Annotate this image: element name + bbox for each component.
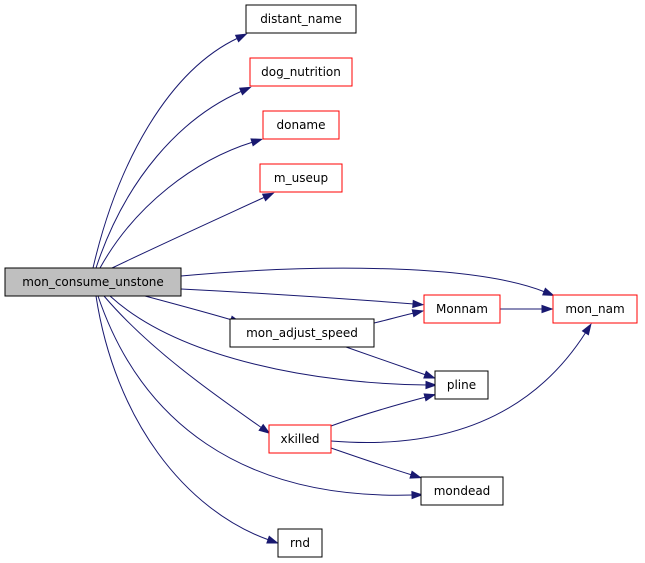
edge-line (373, 312, 415, 324)
node-m_useup[interactable]: m_useup (259, 163, 343, 193)
node-box[interactable] (4, 267, 182, 297)
arrow-head-icon (411, 490, 424, 500)
node-box[interactable] (249, 57, 353, 87)
edge-mon_consume_unstone-to-m_useup (111, 192, 275, 269)
edge-line (109, 295, 428, 386)
edge-mon_consume_unstone-to-Monnam (180, 288, 425, 309)
node-mon_nam[interactable]: mon_nam (552, 294, 638, 324)
node-box[interactable] (229, 318, 375, 348)
node-box[interactable] (423, 294, 501, 324)
node-label: mon_consume_unstone (22, 275, 164, 289)
node-box[interactable] (434, 370, 489, 400)
edge-mon_adjust_speed-to-Monnam (373, 309, 425, 324)
edge-mon_consume_unstone-to-pline (109, 295, 438, 390)
edge-line (180, 267, 546, 293)
edge-mon_consume_unstone-to-dog_nutrition (95, 86, 252, 269)
edge-mon_adjust_speed-to-pline (345, 346, 436, 379)
arrow-head-icon (258, 423, 271, 435)
arrow-head-icon (238, 86, 252, 96)
arrow-head-icon (541, 304, 554, 314)
node-label: distant_name (260, 12, 342, 26)
edge-line (99, 141, 254, 269)
node-label: doname (277, 118, 326, 132)
edge-Monnam-to-mon_nam (500, 304, 554, 314)
edge-mon_consume_unstone-to-rnd (95, 295, 279, 544)
node-Monnam[interactable]: Monnam (423, 294, 501, 324)
arrow-head-icon (261, 192, 275, 202)
arrow-head-icon (423, 393, 437, 402)
arrow-head-icon (409, 470, 423, 479)
edge-line (103, 295, 263, 429)
edge-mon_consume_unstone-to-mon_adjust_speed (144, 295, 243, 324)
node-rnd[interactable]: rnd (277, 528, 323, 558)
node-box[interactable] (268, 424, 332, 454)
arrow-head-icon (266, 535, 279, 544)
node-label: mon_nam (565, 302, 624, 316)
arrow-head-icon (412, 299, 425, 309)
node-label: xkilled (280, 432, 319, 446)
arrow-head-icon (250, 138, 264, 147)
node-label: mon_adjust_speed (246, 326, 358, 340)
node-mon_consume_unstone[interactable]: mon_consume_unstone (4, 267, 182, 297)
edge-line (95, 295, 270, 541)
edge-mon_consume_unstone-to-doname (99, 138, 264, 269)
node-box[interactable] (259, 163, 343, 193)
node-mondead[interactable]: mondead (420, 476, 504, 506)
node-box[interactable] (262, 110, 340, 140)
node-label: m_useup (274, 171, 328, 185)
edge-line (95, 90, 243, 269)
arrow-head-icon (425, 380, 438, 390)
edge-line (97, 295, 414, 496)
node-label: pline (447, 378, 476, 392)
node-doname[interactable]: doname (262, 110, 340, 140)
edge-mon_consume_unstone-to-xkilled (103, 295, 271, 435)
edge-mon_consume_unstone-to-distant_name (92, 33, 248, 269)
edge-line (144, 295, 233, 321)
arrow-head-icon (542, 287, 555, 296)
node-label: mondead (434, 484, 491, 498)
node-dog_nutrition[interactable]: dog_nutrition (249, 57, 353, 87)
edge-mon_consume_unstone-to-mon_nam (180, 267, 555, 296)
node-box[interactable] (552, 294, 638, 324)
edge-line (92, 37, 239, 269)
node-label: dog_nutrition (261, 65, 341, 79)
node-label: rnd (290, 536, 310, 550)
node-xkilled[interactable]: xkilled (268, 424, 332, 454)
edge-xkilled-to-pline (330, 393, 437, 427)
edge-xkilled-to-mon_nam (330, 323, 592, 444)
node-mon_adjust_speed[interactable]: mon_adjust_speed (229, 318, 375, 348)
node-box[interactable] (420, 476, 504, 506)
edge-line (345, 346, 427, 376)
arrow-head-icon (423, 370, 436, 379)
arrow-head-icon (411, 309, 425, 318)
node-box[interactable] (245, 4, 357, 34)
nodes-layer: mon_consume_unstone distant_name dog_nutri… (4, 4, 638, 558)
edge-mon_consume_unstone-to-mondead (97, 295, 424, 500)
node-distant_name[interactable]: distant_name (245, 4, 357, 34)
edge-line (330, 396, 427, 427)
node-pline[interactable]: pline (434, 370, 489, 400)
edge-line (330, 447, 413, 476)
edge-line (180, 288, 415, 305)
edge-line (330, 331, 587, 444)
node-box[interactable] (277, 528, 323, 558)
node-label: Monnam (436, 302, 488, 316)
edge-xkilled-to-mondead (330, 447, 423, 479)
edge-line (111, 196, 266, 269)
arrow-head-icon (581, 323, 592, 336)
arrow-head-icon (234, 33, 248, 43)
